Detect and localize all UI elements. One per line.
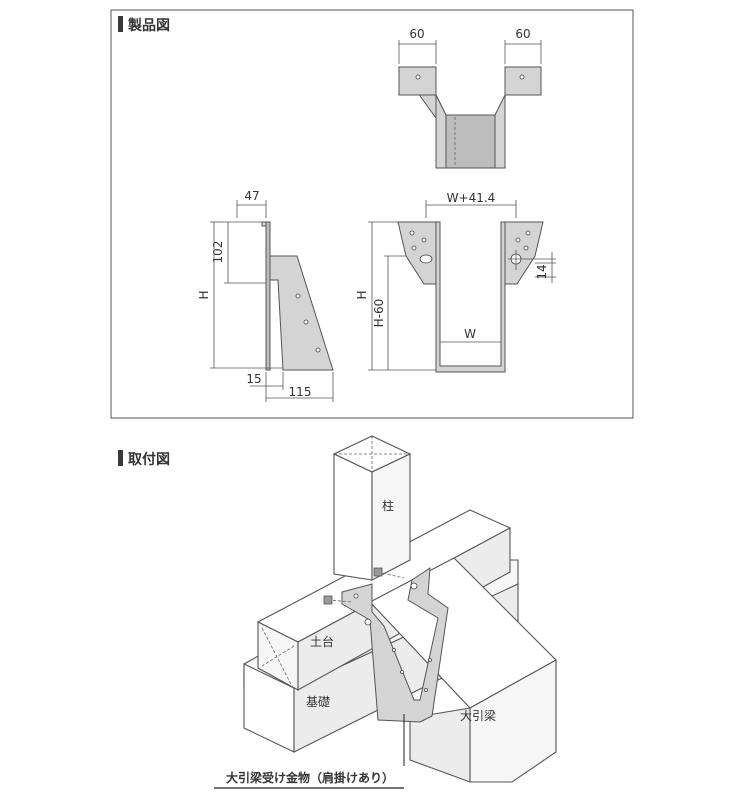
- top-view-right-plate: [504, 66, 542, 96]
- front-view-hole: [523, 245, 529, 251]
- label-main-beam: 大引梁: [460, 708, 496, 723]
- front-view-right-wing: [504, 221, 544, 285]
- dim-top-right-60: 60: [515, 27, 530, 41]
- side-view-hole: [303, 319, 309, 325]
- dim-front-W: W: [464, 327, 476, 341]
- top-view-hole: [415, 74, 421, 80]
- dim-top-left-60: 60: [409, 27, 424, 41]
- dim-front-H: H: [355, 290, 369, 299]
- hanger-hole: [400, 670, 404, 674]
- hanger-hole: [410, 582, 418, 590]
- hanger: [341, 567, 449, 723]
- bolt-right-icon: [377, 571, 405, 579]
- side-view-hole: [315, 347, 321, 353]
- front-view-slot: [419, 254, 433, 264]
- label-sill: 土台: [310, 634, 334, 649]
- front-view-hole: [515, 237, 521, 243]
- hanger-hole: [424, 688, 428, 692]
- section-marker-icon: [118, 450, 123, 466]
- section-marker-icon: [118, 16, 123, 32]
- bolt-left-icon: [327, 599, 353, 603]
- pillar-top-cross: [334, 436, 410, 472]
- dim-front-H60: H-60: [372, 299, 386, 328]
- side-view-web: [265, 221, 271, 371]
- top-view-hole: [519, 74, 525, 80]
- installation-drawing: 柱 土台 基礎 大引梁 大引梁受け金物（肩掛けあり）: [214, 435, 557, 789]
- install-caption: 大引梁受け金物（肩掛けあり）: [226, 770, 394, 785]
- dim-side-102: 102: [211, 241, 225, 264]
- dim-side-15: 15: [246, 372, 261, 386]
- side-view-hole: [295, 293, 301, 299]
- top-view-channel: [445, 114, 496, 169]
- front-view-hole: [525, 230, 531, 236]
- pillar-side: [371, 453, 411, 581]
- dim-front-W41: W+41.4: [447, 191, 496, 205]
- dim-front-14: 14: [535, 264, 549, 279]
- sill-end-cross: [261, 627, 295, 691]
- top-view-left-plate: [398, 66, 437, 96]
- hanger-hole: [364, 618, 372, 626]
- label-foundation: 基礎: [306, 695, 330, 709]
- bolt-left-icon: [323, 595, 333, 605]
- front-view-hole: [421, 237, 427, 243]
- hanger-hole: [428, 658, 432, 662]
- top-view: 60 60: [398, 27, 542, 169]
- dim-side-47: 47: [244, 189, 259, 203]
- side-view: 47 102 H 15 115: [197, 189, 334, 402]
- dim-side-H: H: [197, 290, 211, 299]
- front-view-hole: [409, 230, 415, 236]
- hanger-hole: [392, 648, 396, 652]
- pillar-front: [333, 453, 373, 581]
- label-pillar: 柱: [382, 498, 394, 513]
- main-beam-bottom: [409, 707, 471, 783]
- front-view-hole: [411, 245, 417, 251]
- front-view: W+41.4 H H-60 W 14: [355, 191, 556, 373]
- bolt-right-icon: [373, 567, 383, 577]
- front-view-channel: [435, 221, 506, 373]
- product-section-title: 製品図: [127, 17, 170, 34]
- installation-section-title: 取付図: [128, 451, 170, 468]
- hanger-hole: [353, 593, 359, 599]
- front-view-left-wing: [397, 221, 437, 285]
- dim-side-115: 115: [289, 385, 312, 399]
